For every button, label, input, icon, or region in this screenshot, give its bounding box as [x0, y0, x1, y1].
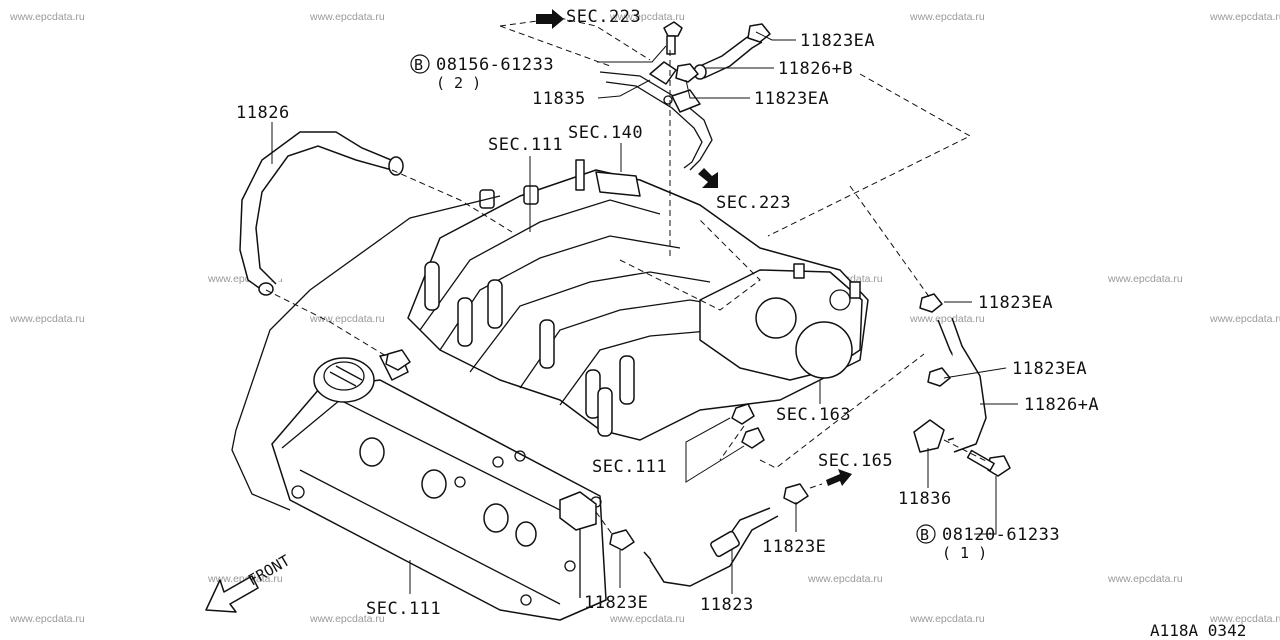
engine-outline: [231, 429, 291, 511]
bolt-08120: [966, 449, 1011, 477]
arrow-right-icon: [536, 9, 564, 29]
watermark: www.epcdata.ru: [909, 11, 985, 23]
rocker-cover: [271, 351, 607, 621]
leader-lines: [271, 31, 1018, 594]
arrow-right-icon: [826, 469, 852, 486]
label-11836: 11836: [898, 489, 952, 509]
arrow-down-icon: [698, 168, 718, 188]
bolt-b-letter: B: [414, 56, 423, 74]
hose-11826: [239, 131, 404, 296]
bolt-b-circle: [410, 54, 430, 74]
watermark: www.epcdata.ru: [9, 11, 85, 23]
hose-11826-a: [937, 317, 987, 453]
intake-manifold: [407, 159, 869, 441]
watermark: www.epcdata.ru: [309, 613, 385, 625]
hose-11823: [643, 507, 779, 587]
label-sec140: SEC.140: [568, 123, 643, 143]
bolt-b-letter: B: [920, 526, 929, 544]
watermark: www.epcdata.ru: [9, 613, 85, 625]
label-11826: 11826: [236, 103, 290, 123]
watermark: www.epcdata.ru: [1209, 11, 1280, 23]
label-sec223: SEC.223: [716, 193, 791, 213]
flow-arrows: [536, 9, 852, 486]
watermark: www.epcdata.ru: [1209, 313, 1280, 325]
label-sec111: SEC.111: [488, 135, 563, 155]
bolt-08156: [663, 21, 683, 55]
label-11823ea: 11823EA: [800, 31, 875, 51]
connection-lines: [265, 17, 989, 535]
bolt-number: 08120-61233: [942, 525, 1060, 545]
label-sec163: SEC.163: [776, 405, 851, 425]
throttle-body: [699, 263, 863, 381]
front-arrow-icon: [205, 575, 259, 613]
watermark: www.epcdata.ru: [309, 313, 385, 325]
watermark: www.epcdata.ru: [207, 573, 283, 585]
label-11826-b: 11826+B: [778, 59, 853, 79]
label-11823: 11823: [700, 595, 754, 615]
bracket-11836: [913, 419, 945, 453]
clamps: [385, 23, 951, 551]
label-sec111: SEC.111: [592, 457, 667, 477]
label-sec111: SEC.111: [366, 599, 441, 619]
watermark: www.epcdata.ru: [909, 313, 985, 325]
pipe-11835: [599, 61, 713, 171]
watermark: www.epcdata.ru: [909, 613, 985, 625]
watermark: www.epcdata.ru: [9, 313, 85, 325]
label-sec165: SEC.165: [818, 451, 893, 471]
watermark: www.epcdata.ru: [1107, 273, 1183, 285]
watermark: www.epcdata.ru: [1107, 573, 1183, 585]
bolt-b-circle: [916, 524, 936, 544]
label-11823e: 11823E: [584, 593, 648, 613]
label-11823e: 11823E: [762, 537, 826, 557]
watermark: www.epcdata.ru: [609, 613, 685, 625]
bolt-callout-08156: B 08156-61233 ( 2 ): [410, 54, 554, 92]
label-11823ea: 11823EA: [754, 89, 829, 109]
bolt-qty: ( 2 ): [436, 74, 481, 92]
bolt-callout-08120: B 08120-61233 ( 1 ): [916, 524, 1060, 562]
label-11823ea: 11823EA: [978, 293, 1053, 313]
label-11826-a: 11826+A: [1024, 395, 1099, 415]
bolt-number: 08156-61233: [436, 55, 554, 75]
watermark: www.epcdata.ru: [1209, 613, 1280, 625]
watermark: www.epcdata.ru: [807, 573, 883, 585]
label-sec223: SEC.223: [566, 7, 641, 27]
label-11823ea: 11823EA: [1012, 359, 1087, 379]
watermark: www.epcdata.ru: [309, 11, 385, 23]
engine-outline: [235, 195, 501, 431]
part-labels: SEC.223 11823EA 11826+B 11823EA 11835 11…: [236, 7, 1099, 619]
bolt-qty: ( 1 ): [942, 544, 987, 562]
diagram-reference: A118A 0342: [1150, 621, 1246, 640]
label-11835: 11835: [532, 89, 586, 109]
watermark: www.epcdata.ru: [609, 11, 685, 23]
